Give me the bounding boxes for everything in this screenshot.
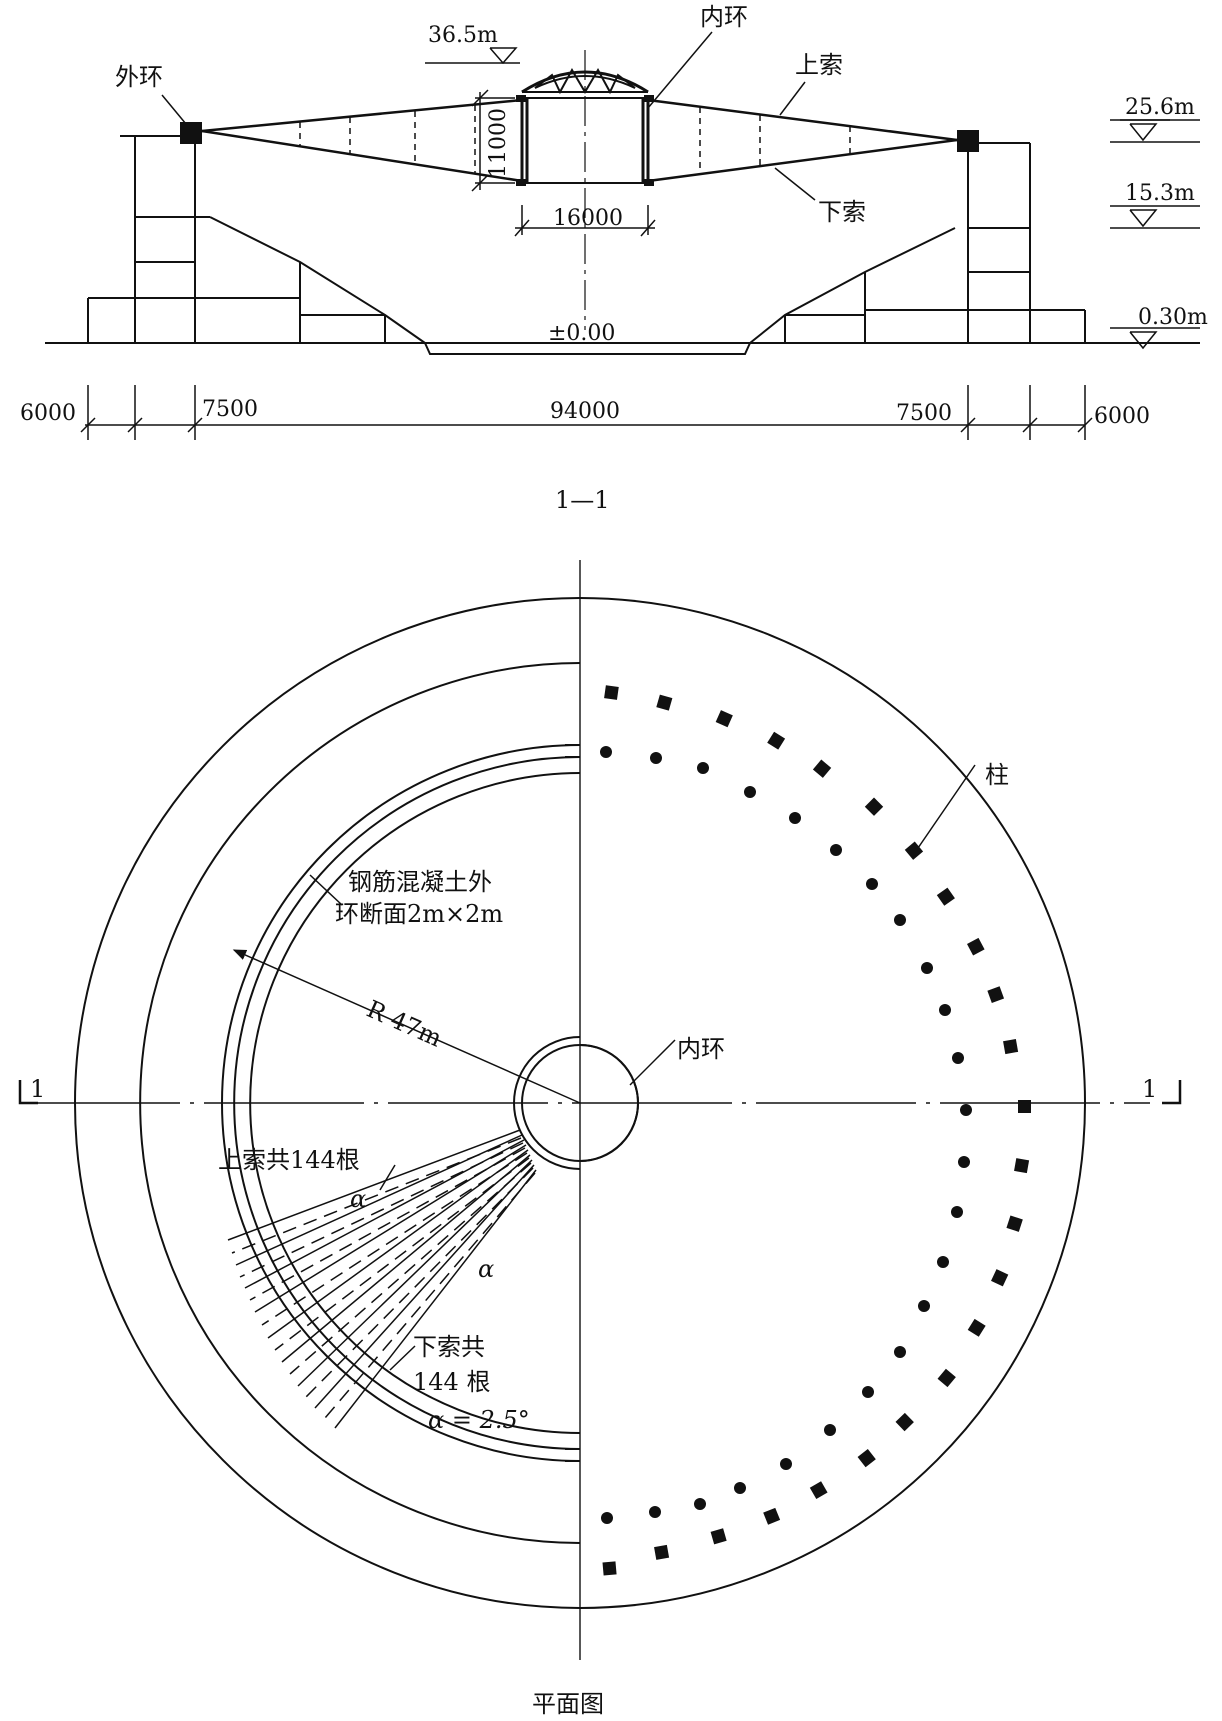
- label-upper-cables: 上索共144根: [218, 1146, 360, 1174]
- cut-marker-right: [1162, 1080, 1182, 1105]
- label-cut-left: 1: [30, 1075, 45, 1103]
- column-leader: [917, 764, 976, 849]
- elevation-marker-top: [425, 47, 520, 65]
- column-square: [1018, 1100, 1031, 1113]
- upper-cable-right: [647, 98, 958, 142]
- column-square: [767, 731, 786, 750]
- column-square: [656, 694, 673, 711]
- outer-ring-node-right: [957, 130, 979, 152]
- column-square: [1003, 1039, 1019, 1055]
- elevation-top: 36.5m: [428, 23, 498, 48]
- inner-height-dimension: [471, 89, 515, 192]
- label-alpha-value: α = 2.5°: [428, 1406, 530, 1434]
- section-title: 1—1: [555, 486, 610, 514]
- upper-cables-leader: [379, 1164, 396, 1191]
- upper-cable-left: [201, 98, 523, 133]
- arena-floor-recess: [424, 342, 751, 355]
- elevation-marker-mid: [1110, 205, 1200, 229]
- dim-right-outer: 6000: [1094, 404, 1150, 429]
- column-square: [654, 1544, 670, 1560]
- dim-left-inner: 7500: [202, 397, 258, 422]
- lower-cables-leader: [389, 1345, 416, 1371]
- inner-ring-plan: [513, 1036, 639, 1170]
- elevation-mid: 15.3m: [1125, 181, 1195, 206]
- dim-right-inner: 7500: [896, 401, 952, 426]
- column-square: [967, 937, 985, 956]
- column-square: [710, 1528, 727, 1545]
- column-square: [809, 1481, 828, 1500]
- cable-struts: [299, 105, 851, 174]
- ring-section-leader: [309, 874, 343, 906]
- column-square: [812, 759, 832, 778]
- column-square: [1014, 1158, 1030, 1174]
- outer-ring-leader: [161, 94, 187, 125]
- cut-marker-left: [18, 1080, 38, 1105]
- lower-cable-left: [201, 129, 523, 183]
- lower-cable-right: [647, 138, 958, 183]
- label-column: 柱: [985, 761, 1009, 789]
- outer-ring-node-left: [180, 122, 202, 144]
- column-square: [1006, 1215, 1023, 1232]
- label-cut-right: 1: [1142, 1075, 1157, 1103]
- column-square: [602, 1561, 617, 1576]
- column-square: [604, 685, 619, 700]
- dim-inner-height: 11000: [486, 108, 511, 178]
- label-radius: R 47m: [363, 995, 447, 1053]
- lower-cables-fan: [231, 1137, 536, 1419]
- label-lower-cables-line2: 144 根: [413, 1368, 490, 1396]
- elevation-floor: ±0.00: [548, 321, 615, 346]
- column-square: [864, 797, 884, 816]
- right-grandstand: [749, 142, 1086, 344]
- inner-ring-plan-leader: [629, 1039, 676, 1086]
- elevation-marker-ground: [1110, 327, 1200, 350]
- elevation-ground: 0.30m: [1138, 305, 1208, 330]
- label-lower-cables-line1: 下索共: [413, 1333, 485, 1361]
- column-square: [936, 887, 955, 906]
- inner-ring-leader: [647, 31, 713, 109]
- upper-cable-leader: [779, 81, 806, 116]
- lower-cable-leader: [774, 167, 816, 201]
- column-square: [991, 1269, 1009, 1287]
- radius-arrow: [232, 949, 581, 1104]
- column-square: [763, 1507, 781, 1525]
- plan-view: 柱 钢筋混凝土外 环断面2m×2m R 47m 内环 1 1 上索共144根 α…: [18, 560, 1182, 1718]
- columns: [602, 685, 1031, 1576]
- dim-left-outer: 6000: [20, 401, 76, 426]
- label-outer-ring: 外环: [115, 63, 163, 91]
- dim-span: 94000: [550, 399, 620, 424]
- column-square: [895, 1412, 914, 1432]
- label-ring-section-line2: 环断面2m×2m: [335, 900, 503, 928]
- label-upper-cable: 上索: [795, 51, 843, 79]
- label-ring-section-line1: 钢筋混凝土外: [348, 868, 492, 896]
- plan-title: 平面图: [532, 1690, 604, 1718]
- dim-inner-width: 16000: [553, 206, 623, 231]
- label-inner-ring-plan: 内环: [677, 1035, 725, 1063]
- label-alpha-upper: α: [350, 1185, 366, 1213]
- label-inner-ring-section: 内环: [700, 3, 748, 31]
- label-lower-cable: 下索: [818, 198, 866, 226]
- column-square: [937, 1368, 956, 1388]
- inner-width-dimension: [514, 205, 656, 237]
- span-dimension-chain: [80, 385, 1093, 440]
- column-square: [715, 710, 733, 728]
- column-square: [857, 1448, 876, 1468]
- elevation-marker-roof: [1110, 119, 1200, 143]
- column-square: [987, 986, 1005, 1003]
- label-alpha-lower: α: [478, 1255, 494, 1283]
- elevation-roof: 25.6m: [1125, 95, 1195, 120]
- column-square: [967, 1318, 986, 1337]
- bearing-dots: [600, 746, 972, 1524]
- cable-system: [201, 98, 958, 183]
- section-view: 外环 内环 上索 下索 36.5m 25.6m 15.3m 0.30m ±0.0…: [20, 3, 1208, 514]
- left-grandstand: [87, 135, 426, 344]
